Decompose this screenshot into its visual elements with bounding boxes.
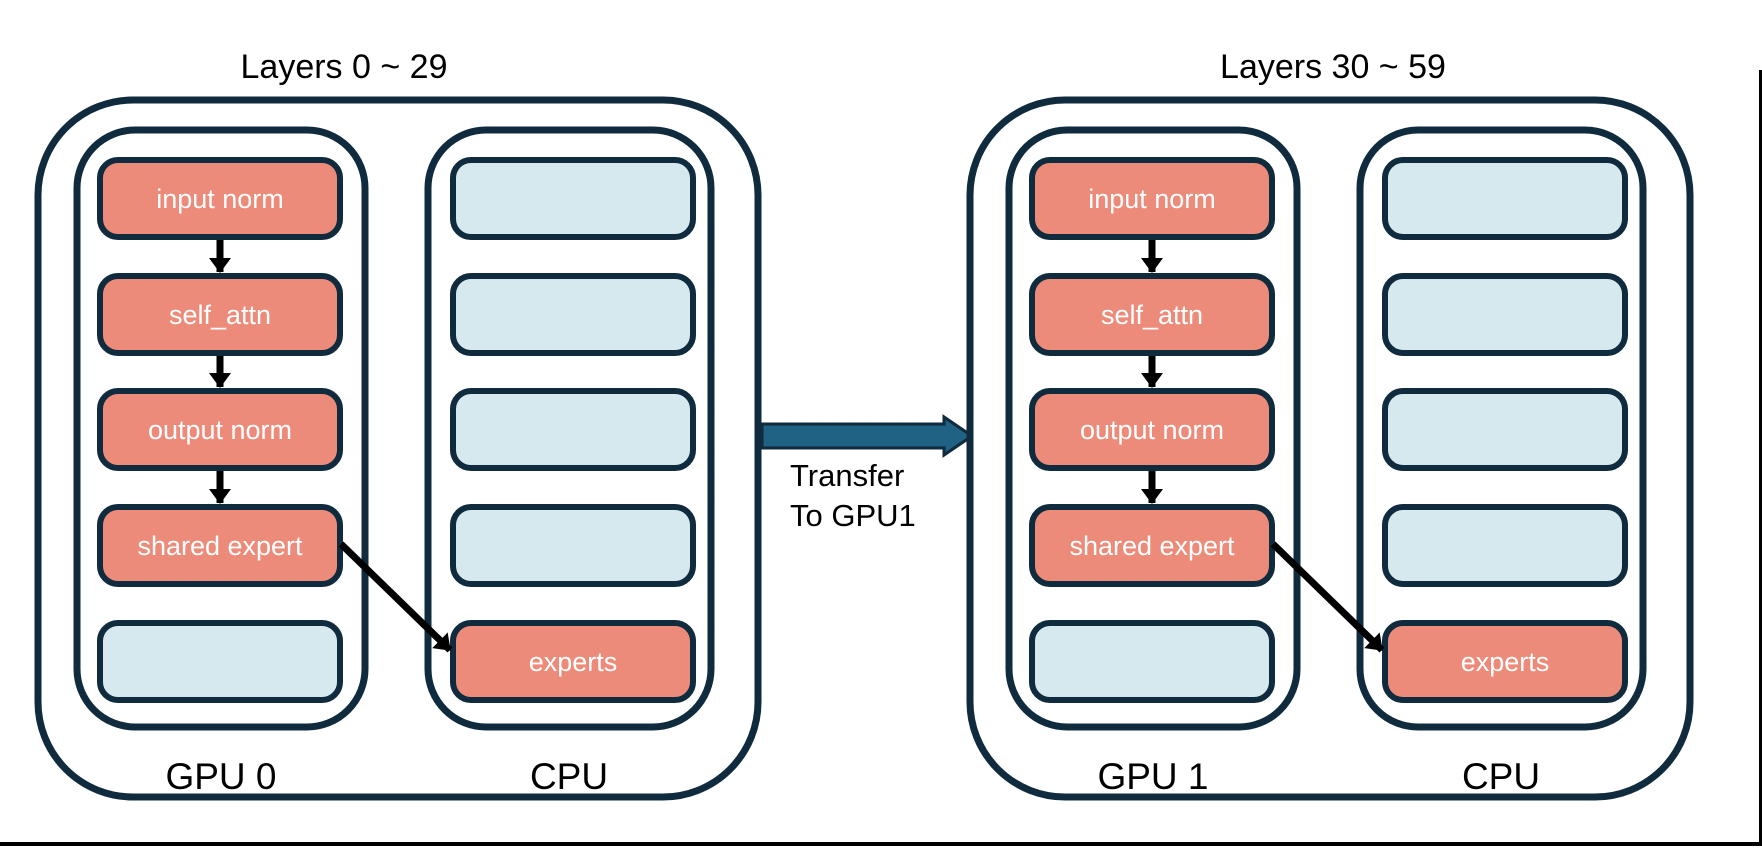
right-cpu-label: CPU <box>1462 756 1540 797</box>
right-input-norm-label: input norm <box>1088 184 1216 214</box>
right-self-attn-box <box>1029 273 1275 356</box>
left-cpu-empty-box-1 <box>450 157 696 240</box>
transfer-arrow <box>760 414 975 458</box>
right-node-group: input norm self_attn output norm shared … <box>966 96 1694 801</box>
right-shared-expert-label: shared expert <box>1069 531 1235 561</box>
left-cpu-empty-box-4 <box>450 504 696 587</box>
left-self-attn-label: self_attn <box>169 300 271 330</box>
right-cpu-empty-box-3 <box>1382 388 1628 471</box>
right-experts-label: experts <box>1461 647 1550 677</box>
left-shared-expert-label: shared expert <box>137 531 303 561</box>
left-experts-box <box>450 620 696 703</box>
left-gpu-empty-box <box>97 620 343 703</box>
right-input-norm-box <box>1029 157 1275 240</box>
left-cpu-empty-box-2 <box>450 273 696 356</box>
left-input-norm-box <box>97 157 343 240</box>
right-output-norm-box <box>1029 388 1275 471</box>
left-arrow-shared-to-experts <box>338 541 453 653</box>
left-output-norm-box <box>97 388 343 471</box>
right-gpu-label: GPU 1 <box>1097 756 1208 797</box>
right-cpu-empty-box-1 <box>1382 157 1628 240</box>
right-output-norm-label: output norm <box>1080 415 1224 445</box>
left-output-norm-label: output norm <box>148 415 292 445</box>
right-experts-box <box>1382 620 1628 703</box>
bottom-edge-line <box>0 842 1762 846</box>
right-cpu-empty-box-4 <box>1382 504 1628 587</box>
left-experts-label: experts <box>529 647 618 677</box>
left-group-title: Layers 0 ~ 29 <box>241 48 448 86</box>
left-cpu-empty-box-3 <box>450 388 696 471</box>
left-input-norm-label: input norm <box>156 184 284 214</box>
right-group-title: Layers 30 ~ 59 <box>1220 48 1446 86</box>
right-arrow-shared-to-experts <box>1270 541 1385 653</box>
transfer-label-line1: Transfer <box>790 458 904 493</box>
right-cpu-empty-box-2 <box>1382 273 1628 356</box>
left-cpu-label: CPU <box>530 756 608 797</box>
left-node-group: input norm self_attn output norm shared … <box>34 96 762 801</box>
right-gpu-empty-box <box>1029 620 1275 703</box>
left-gpu-label: GPU 0 <box>165 756 276 797</box>
transfer-label-line2: To GPU1 <box>790 498 916 533</box>
right-self-attn-label: self_attn <box>1101 300 1203 330</box>
left-self-attn-box <box>97 273 343 356</box>
right-edge-line <box>1759 70 1762 846</box>
